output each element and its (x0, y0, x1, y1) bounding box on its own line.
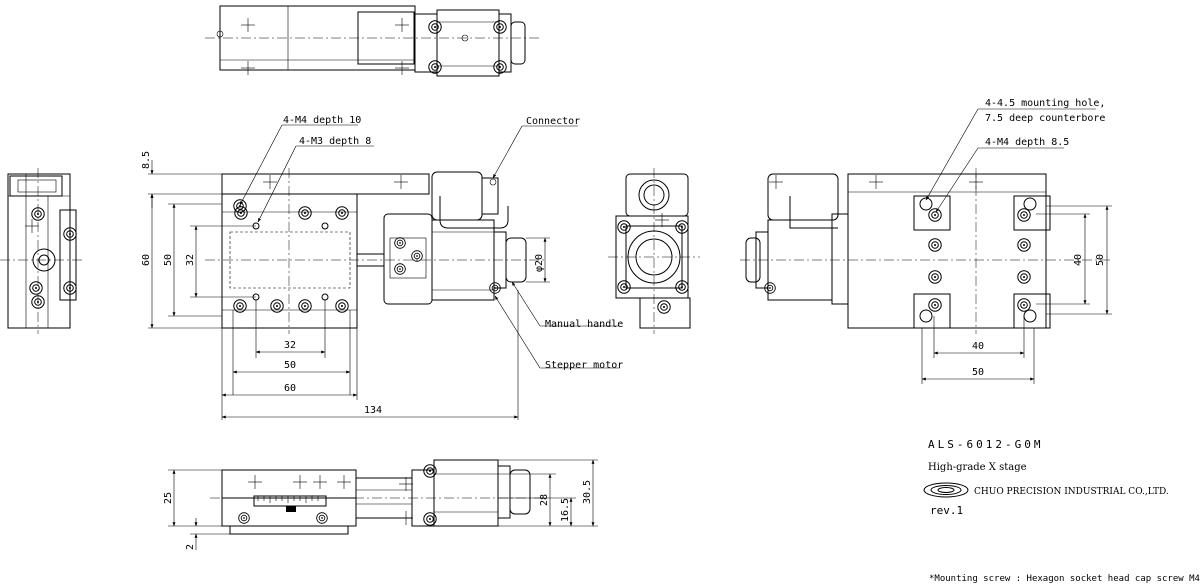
dim-phi-20: φ20 (534, 254, 545, 272)
dim-right-40-horizontal: 40 (972, 341, 984, 352)
m3-depth-8-label: 4-M3 depth 8 (299, 136, 371, 147)
dim-front-28: 28 (539, 494, 550, 506)
company-name: CHUO PRECISION INDUSTRIAL CO.,LTD. (974, 487, 1169, 497)
dim-right-40-vertical: 40 (1073, 254, 1084, 266)
m4-depth-8-5-label: 4-M4 depth 8.5 (985, 137, 1069, 148)
dim-32-horizontal: 32 (284, 340, 296, 351)
dim-60-horizontal: 60 (284, 383, 296, 394)
dim-50-vertical: 50 (163, 254, 174, 266)
center-leaders (239, 124, 620, 369)
mounting-screw-footnote: *Mounting screw : Hexagon socket head ca… (929, 574, 1200, 584)
manual-handle-label: Manual handle (545, 319, 623, 330)
dim-8-5: 8.5 (141, 151, 152, 169)
dim-front-25: 25 (163, 492, 174, 504)
mounting-hole-label-2: 7.5 deep counterbore (985, 113, 1105, 124)
connector-label: Connector (526, 116, 580, 127)
dim-134: 134 (364, 405, 382, 416)
stepper-motor-label: Stepper motor (545, 360, 623, 371)
model-number: ALS-6012-G0M (928, 438, 1043, 451)
dim-right-50-vertical: 50 (1095, 254, 1106, 266)
revision: rev.1 (930, 504, 963, 517)
dim-front-2: 2 (185, 544, 196, 550)
center-dimensions (148, 160, 550, 420)
m4-depth-10-label: 4-M4 depth 10 (283, 115, 361, 126)
dim-right-50-horizontal: 50 (972, 367, 984, 378)
top-side-view (205, 5, 540, 77)
left-end-view (0, 168, 82, 334)
center-plan-view (205, 168, 545, 334)
dim-32-vertical: 32 (185, 254, 196, 266)
front-dimensions (168, 459, 598, 550)
dim-50-horizontal: 50 (284, 360, 296, 371)
mounting-hole-label-1: 4-4.5 mounting hole, (985, 98, 1105, 109)
dim-60-vertical: 60 (141, 254, 152, 266)
middle-end-view (608, 168, 700, 334)
product-subtitle: High-grade X stage (928, 462, 1027, 473)
dim-front-16-5: 16.5 (560, 498, 571, 522)
right-bottom-view (740, 168, 1110, 334)
company-logo (923, 482, 969, 498)
dim-front-30-5: 30.5 (582, 480, 593, 504)
front-view (210, 459, 545, 535)
right-dimensions (921, 108, 1112, 384)
